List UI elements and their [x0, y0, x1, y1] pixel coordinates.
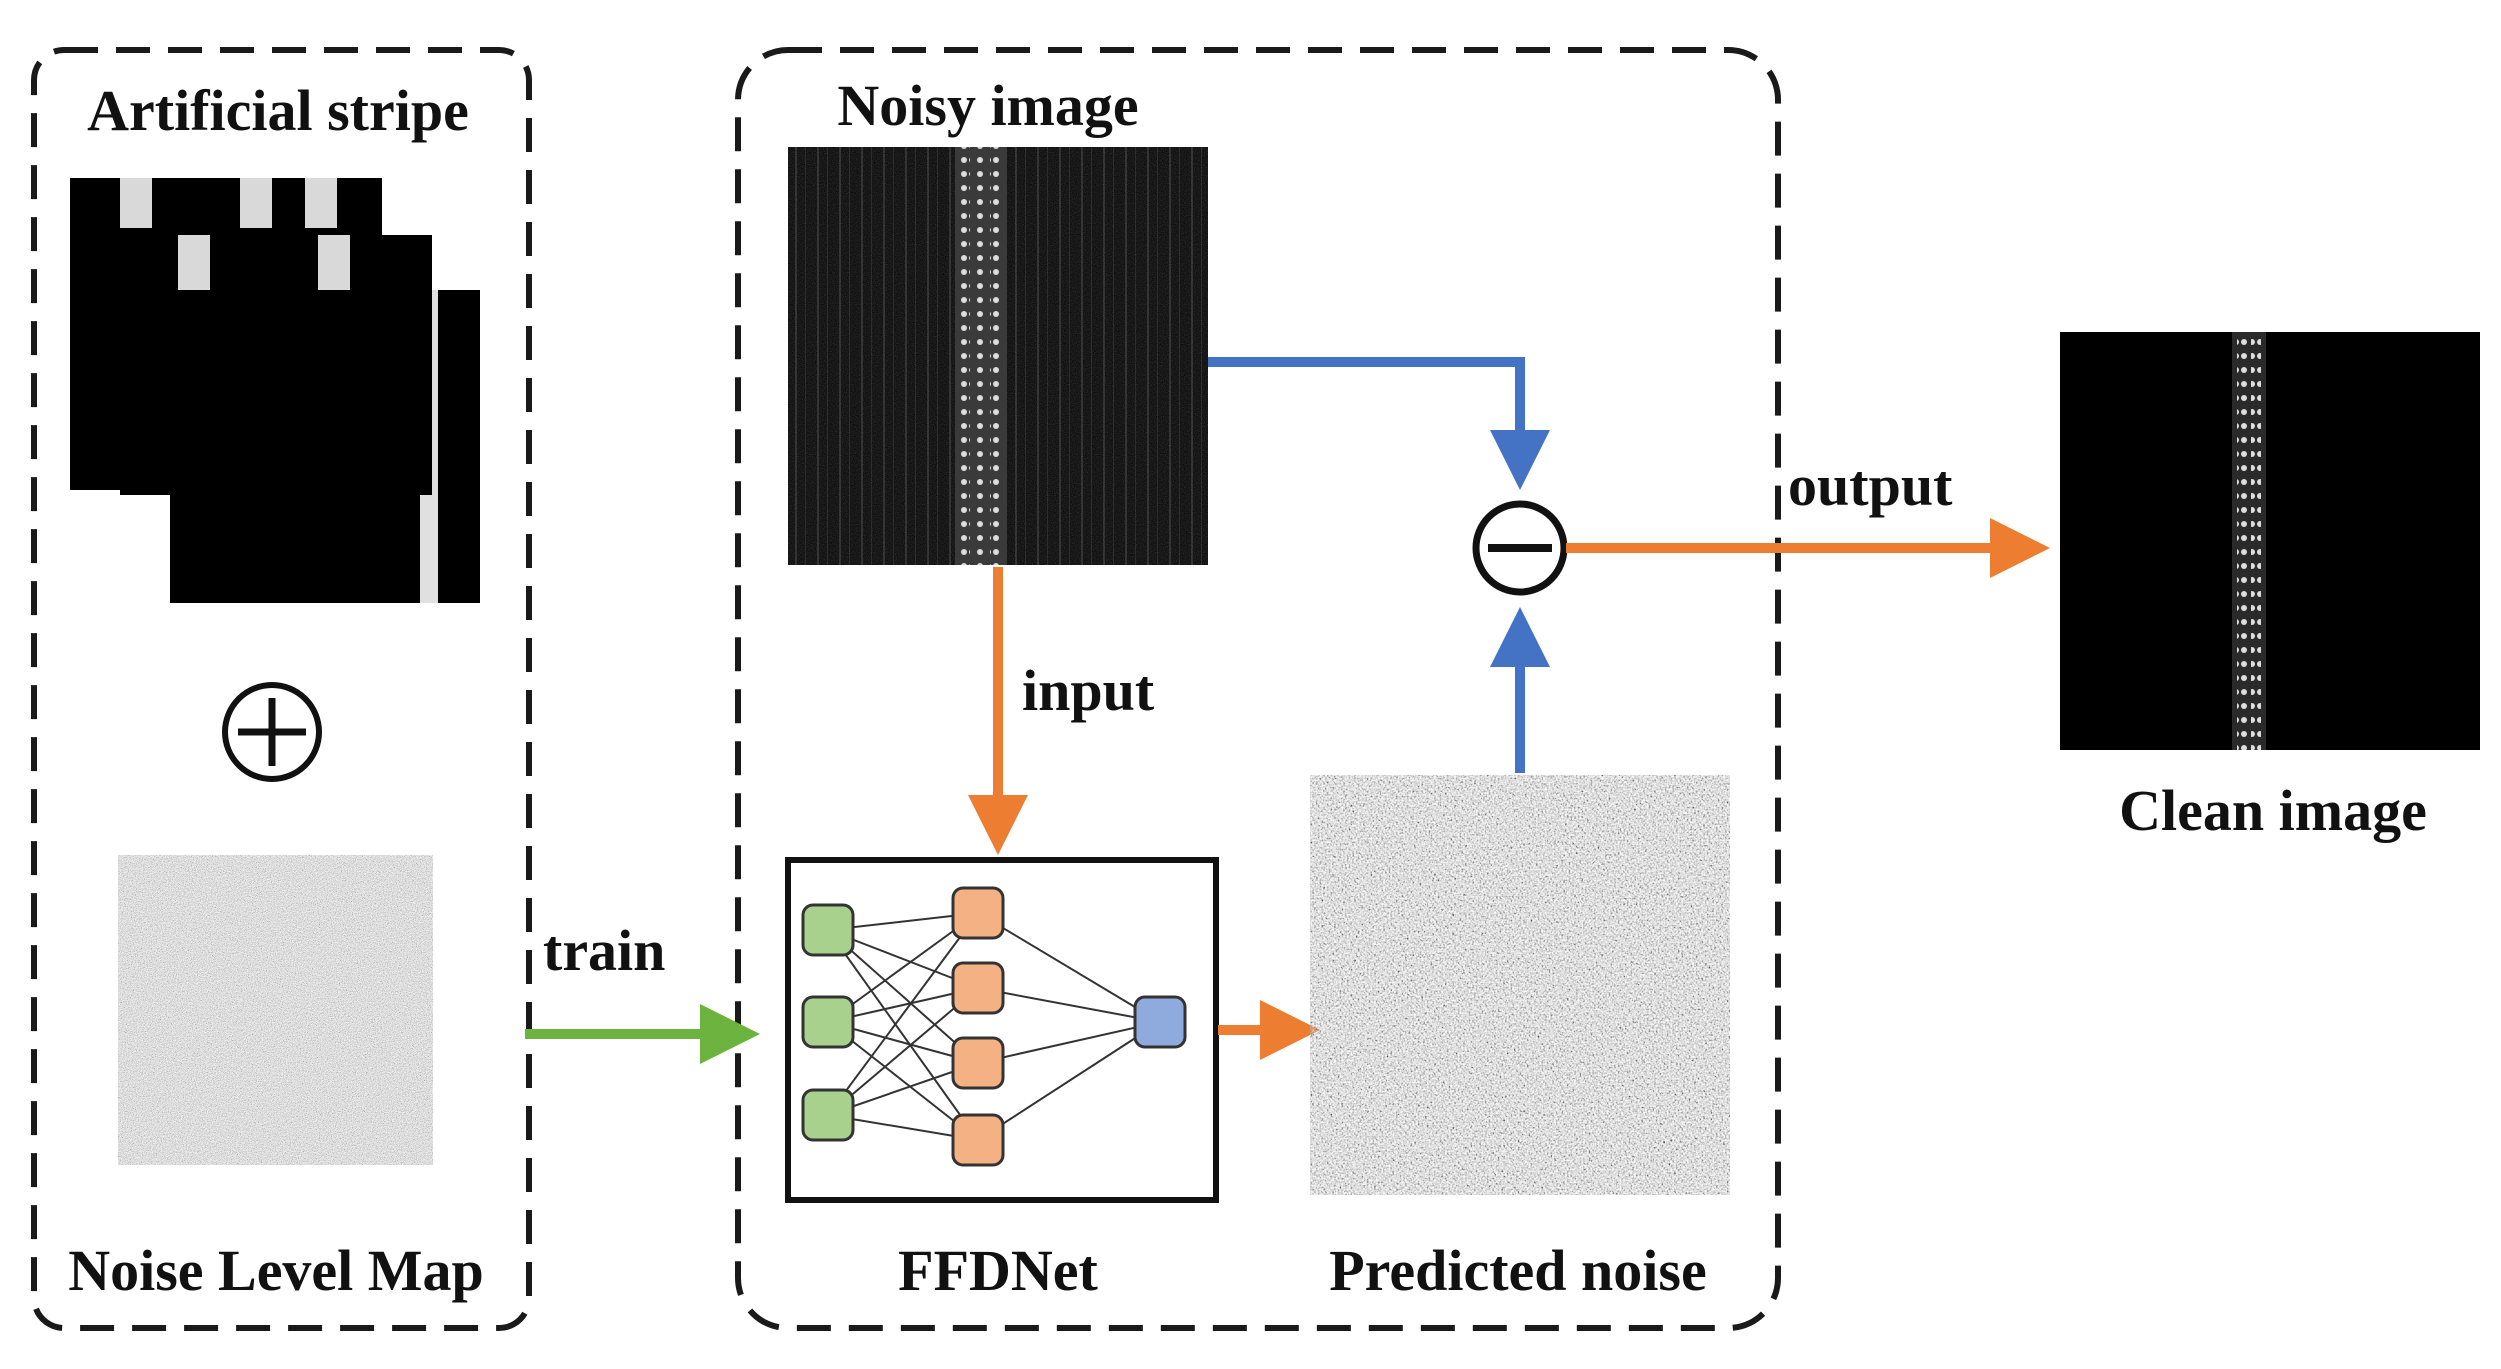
input-label: input	[1022, 658, 1155, 723]
network-panel	[735, 47, 1781, 1331]
predicted-noise-image	[1310, 775, 1730, 1195]
noisy-image-label: Noisy image	[837, 73, 1138, 138]
output-label: output	[1788, 453, 1953, 518]
train-label: train	[543, 918, 665, 983]
add-operator-icon	[222, 682, 322, 782]
clean-image	[2060, 332, 2480, 750]
noise-level-map-image	[118, 855, 433, 1165]
artificial-stripe-stack	[70, 178, 480, 603]
training-data-panel	[31, 47, 532, 1331]
noise-level-map-label: Noise Level Map	[68, 1238, 484, 1303]
artificial-stripe-label: Artificial stripe	[87, 78, 469, 143]
predicted-noise-label: Predicted noise	[1329, 1238, 1706, 1303]
ffdnet-network	[785, 857, 1219, 1203]
noisy-image	[788, 147, 1208, 565]
subtract-operator-icon	[1472, 500, 1568, 596]
ffdnet-label: FFDNet	[898, 1238, 1098, 1303]
clean-image-label: Clean image	[2119, 778, 2427, 843]
noisy-to-subtract-arrow	[1208, 357, 1550, 490]
